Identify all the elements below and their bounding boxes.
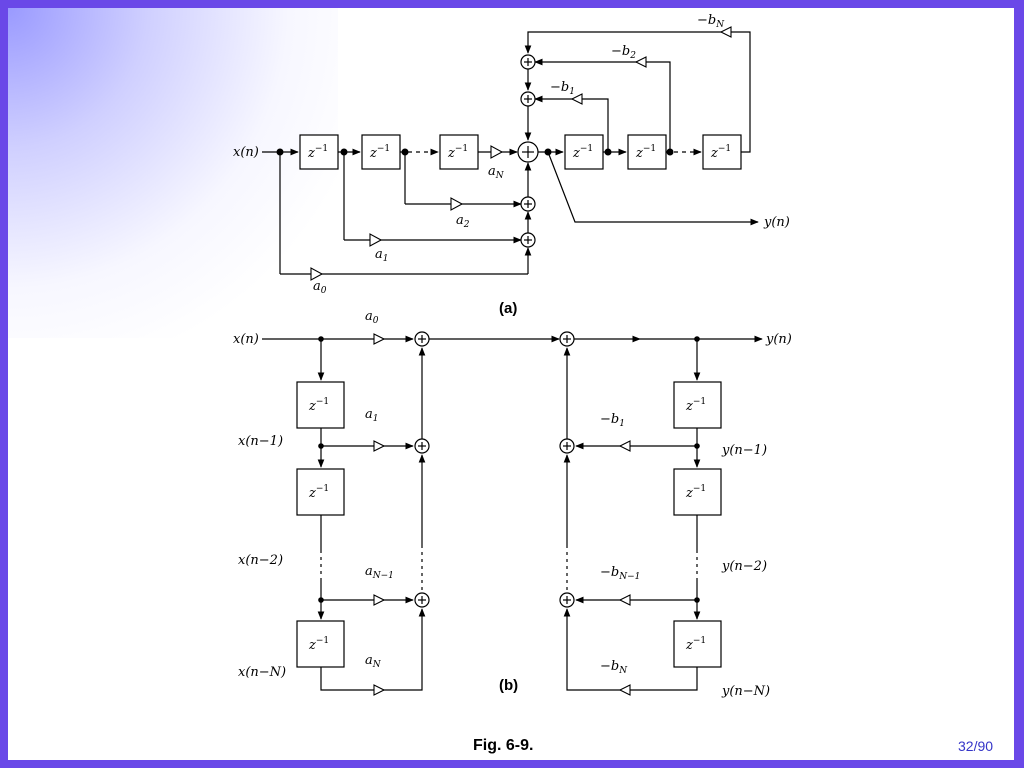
b-y-tap-N: y(n−N): [721, 684, 770, 699]
a-delay-box-4: [564, 134, 604, 170]
a-delay-label-3: z−1: [447, 144, 468, 161]
b-gain-b1: [618, 440, 631, 452]
a-delay-label-2: z−1: [369, 144, 390, 161]
b-x-delay-label-1: z−1: [308, 397, 329, 414]
b-y-delay-label-1: z−1: [685, 397, 706, 414]
a-coef-b2: −b2: [611, 44, 636, 61]
a-gain-aN: [490, 145, 504, 159]
b-coef-bN: −bN: [600, 659, 628, 676]
panel-a-label: (a): [499, 300, 517, 317]
a-coef-aN: aN: [488, 164, 505, 181]
b-gain-a1: [373, 440, 386, 452]
b-input-label: x(n): [233, 332, 259, 347]
a-coef-bN: −bN: [697, 13, 725, 30]
b-coef-aN-1: aN−1: [365, 564, 394, 581]
b-coef-a1: a1: [365, 407, 379, 424]
b-gain-aN: [373, 684, 386, 696]
b-coef-aN: aN: [365, 653, 382, 670]
b-x-tap-N: x(n−N): [238, 665, 286, 680]
a-delay-box-2: [361, 134, 401, 170]
a-coef-b1: −b1: [550, 80, 575, 97]
panel-a: x(n) z−1 z−1 z−1 aN a: [233, 13, 790, 317]
a-delay-box-6: [702, 134, 742, 170]
a-delay-box-5: [627, 134, 667, 170]
a-delay-label-1: z−1: [307, 144, 328, 161]
b-y-delay-1: [673, 381, 722, 429]
b-output-label: y(n): [765, 332, 792, 347]
page-number: 32/90: [958, 738, 994, 754]
figure-caption: Fig. 6-9.: [473, 737, 534, 754]
b-coef-b1: −b1: [600, 412, 625, 429]
a-coef-a2: a2: [456, 213, 470, 230]
b-x-delay-3: [296, 620, 345, 668]
b-x-delay-label-3: z−1: [308, 636, 329, 653]
b-y-delay-label-2: z−1: [685, 484, 706, 501]
panel-b: x(n) a0 y(n) z−1 z−1: [233, 309, 792, 699]
corner-gradient: [8, 8, 338, 338]
panel-b-label: (b): [499, 677, 518, 694]
b-x-tap-2: x(n−2): [238, 553, 283, 568]
b-coef-bN-1: −bN−1: [600, 565, 640, 582]
slide-canvas: x(n) z−1 z−1 z−1 aN a: [8, 8, 1014, 760]
a-coef-a0: a0: [313, 279, 327, 296]
a-delay-label-6: z−1: [710, 144, 731, 161]
b-gain-bN: [618, 684, 631, 696]
a-gain-a2: [450, 197, 464, 211]
a-gain-a1: [369, 233, 383, 247]
b-x-delay-label-2: z−1: [308, 484, 329, 501]
a-gain-b2: [634, 56, 647, 68]
b-gain-a0: [373, 333, 386, 345]
a-gain-b1: [570, 93, 583, 105]
a-output-label: y(n): [763, 215, 790, 230]
a-delay-box-3: [439, 134, 479, 170]
b-gain-bN-1: [618, 594, 631, 606]
b-x-delay-1: [296, 381, 345, 429]
a-coef-a1: a1: [375, 247, 389, 264]
b-y-delay-3: [673, 620, 722, 668]
block-diagram: x(n) z−1 z−1 z−1 aN a: [233, 13, 792, 699]
b-y-delay-label-3: z−1: [685, 636, 706, 653]
b-y-tap-2: y(n−2): [721, 559, 767, 574]
a-delay-label-5: z−1: [635, 144, 656, 161]
a-gain-bN: [719, 26, 732, 38]
b-y-tap-1: y(n−1): [721, 443, 767, 458]
a-delay-label-4: z−1: [572, 144, 593, 161]
a-gain-a0: [310, 267, 324, 281]
a-delay-box-1: [299, 134, 339, 170]
b-x-delay-2: [296, 468, 345, 516]
a-input-label: x(n): [233, 145, 259, 160]
b-x-tap-1: x(n−1): [238, 434, 283, 449]
b-gain-aN-1: [373, 594, 386, 606]
b-coef-a0: a0: [365, 309, 379, 326]
